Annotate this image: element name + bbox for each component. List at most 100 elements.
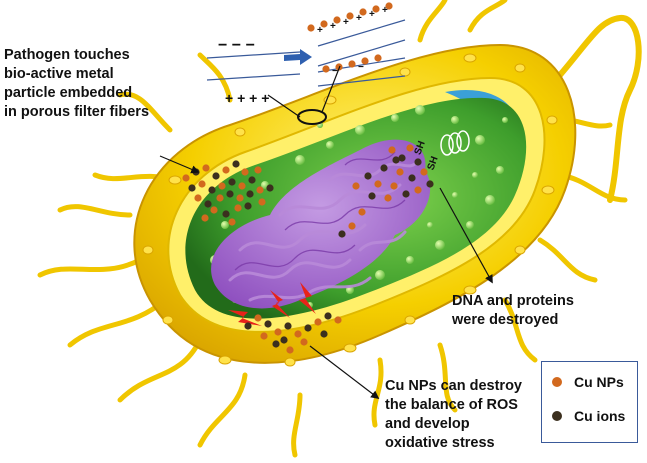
cu-ion-dot [380,164,388,172]
charge-sign: + [369,9,375,20]
cu-ion-dot [368,192,376,200]
charge-sign: + [343,17,349,28]
dna-label: DNA and proteins were destroyed [452,293,574,328]
cu-np-dot [274,328,282,336]
cu-np-dot [260,332,268,340]
cu-np-dot [198,180,206,188]
cu-np-dot [359,8,367,16]
cu-ion-dot [364,172,372,180]
charge-sign: − [358,62,364,73]
cu-ion-dot [408,174,416,182]
cu-np-dot [238,182,246,190]
cu-np-dot [201,214,209,222]
cu-np-dot [300,338,308,346]
cu-np-dot [352,182,360,190]
cu-np-dot [414,186,422,194]
pathogen-label: Pathogen touches bio-active metal partic… [4,47,150,120]
cu-np-dot [322,65,330,73]
cu-ion-dot [204,200,212,208]
cu-np-dot [182,174,190,182]
legend-item-cu-nps: Cu NPs [552,372,624,392]
cu-np-dot [194,194,202,202]
cu-np-dot [294,330,302,338]
cu-ion-dot [272,340,280,348]
sh-label-2: SH [426,155,441,172]
cu-ion-dot [426,180,434,188]
cu-np-dot [358,208,366,216]
cu-stress-label: Cu NPs can destroy the balance of ROS an… [385,378,522,451]
cu-cluster-left [182,160,274,226]
cu-ion-dot [264,320,272,328]
cu-np-dot [216,194,224,202]
legend-item-cu-ions: Cu ions [552,406,625,426]
cu-cluster-right [338,144,434,238]
charge-sign: + [330,21,336,32]
sh-group: SH SH [413,130,470,172]
cu-np-dot [420,168,428,176]
cu-np-dot [396,168,404,176]
cu-ion-dot [248,176,256,184]
cu-np-dot [236,194,244,202]
cu-np-dot [307,24,315,32]
cu-ion-dot [320,330,328,338]
cu-np-dot [361,57,369,65]
annotation-arrows [159,155,493,400]
flow-arrow [284,49,312,65]
cu-np-dot [334,316,342,324]
cu-np-dot [346,12,354,20]
cu-ion-dot [266,184,274,192]
charge-sign: + [382,5,388,16]
pathogen-arrow [159,155,200,174]
charged-particles-top: + + + + + + − − [307,2,393,77]
cu-ion-dot [222,210,230,218]
charge-sign: + [317,25,323,36]
cu-ion-dot [402,190,410,198]
legend-label-cu-nps: Cu NPs [574,374,624,390]
cu-stress-arrow [309,345,380,400]
sh-label-1: SH [413,140,428,157]
negative-charges: − − − [218,37,255,54]
cu-np-dot [222,166,230,174]
cu-ion-dot [392,156,400,164]
cu-np-dot [258,198,266,206]
cu-ion-dot [304,324,312,332]
cu-nps-dot [552,377,562,387]
cu-np-dot [254,314,262,322]
cu-ion-dot [212,172,220,180]
ros-flashes [228,282,316,326]
contact-ellipse [297,109,327,125]
cu-np-dot [348,60,356,68]
cu-np-dot [254,166,262,174]
cu-np-dot [348,222,356,230]
cu-ion-dot [188,184,196,192]
cu-ion-dot [232,160,240,168]
cu-np-dot [320,20,328,28]
cu-np-dot [384,194,392,202]
cu-ion-dot [244,322,252,330]
cu-ion-dot [338,230,346,238]
cu-ion-dot [244,202,252,210]
dna-arrow [439,187,493,284]
cu-np-dot [406,144,414,152]
cu-ion-dot [280,336,288,344]
cu-np-dot [374,180,382,188]
cu-ion-dot [246,190,254,198]
cu-np-dot [218,182,226,190]
cu-ion-dot [228,178,236,186]
cu-np-dot [241,168,249,176]
cu-ion-dot [414,158,422,166]
cu-np-dot [374,54,382,62]
cu-np-dot [333,16,341,24]
charge-sign: − [332,66,338,77]
cu-np-dot [372,5,380,13]
cu-cluster-bottom [244,312,342,354]
charge-diagram: − − − + + + + + + + + + + − − [206,2,406,125]
cu-np-dot [286,346,294,354]
cu-ion-dot [284,322,292,330]
cu-np-dot [385,2,393,10]
charge-sign: + [356,13,362,24]
cu-np-dot [228,218,236,226]
positive-charges: + + + + [225,90,269,106]
